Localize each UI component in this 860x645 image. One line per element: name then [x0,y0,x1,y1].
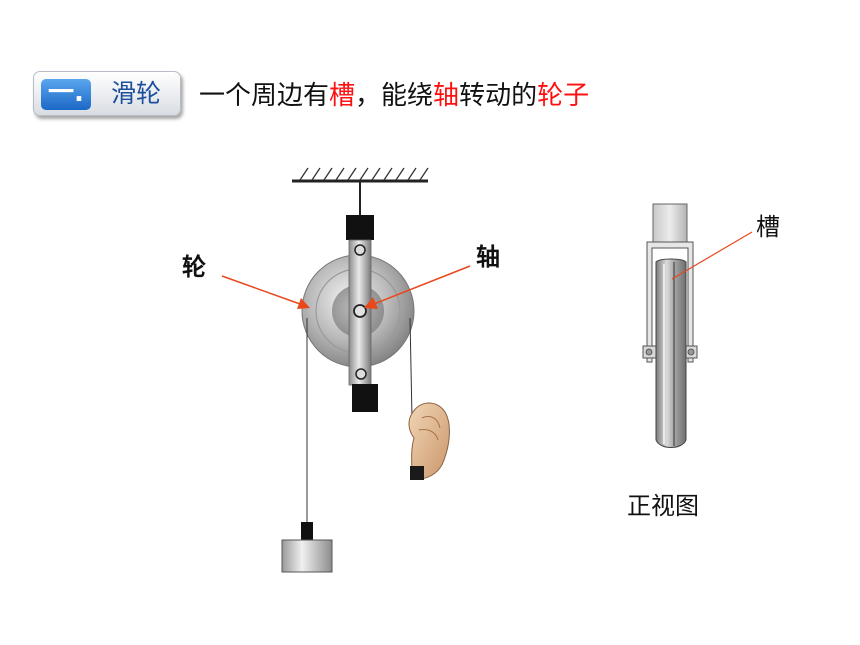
ceiling-support [292,167,429,218]
definition-highlight-groove: 槽 [329,81,356,111]
definition-part: ，能绕 [355,81,434,111]
hanging-weight [281,522,333,573]
wheel-label: 轮 [182,253,206,281]
section-badge: 一. 滑轮 [33,71,181,116]
section-title: 滑轮 [110,79,161,108]
axle-label: 轴 [476,243,500,271]
bottom-mount-block [352,384,378,412]
pulling-hand-icon [408,402,450,480]
definition-part: 转动的 [459,81,538,111]
frame-rivet-top [354,244,366,256]
pulley-definition: 一个周边有槽，能绕轴转动的轮子 [199,76,589,116]
section-number: 一. [41,79,91,110]
pulley-front-view [642,203,698,448]
definition-highlight-axle: 轴 [433,81,460,111]
definition-highlight-wheel: 轮子 [537,81,590,111]
axle-pin [353,304,367,318]
groove-label-line [671,231,753,280]
axle-label-arrow [364,265,471,309]
frame-rivet-bottom [355,368,367,380]
wheel-label-arrow [221,275,310,309]
rope-right [409,317,413,419]
definition-part: 一个周边有 [199,81,330,111]
top-mount-block [346,215,374,240]
front-view-caption: 正视图 [627,492,699,520]
groove-label: 槽 [756,213,780,241]
